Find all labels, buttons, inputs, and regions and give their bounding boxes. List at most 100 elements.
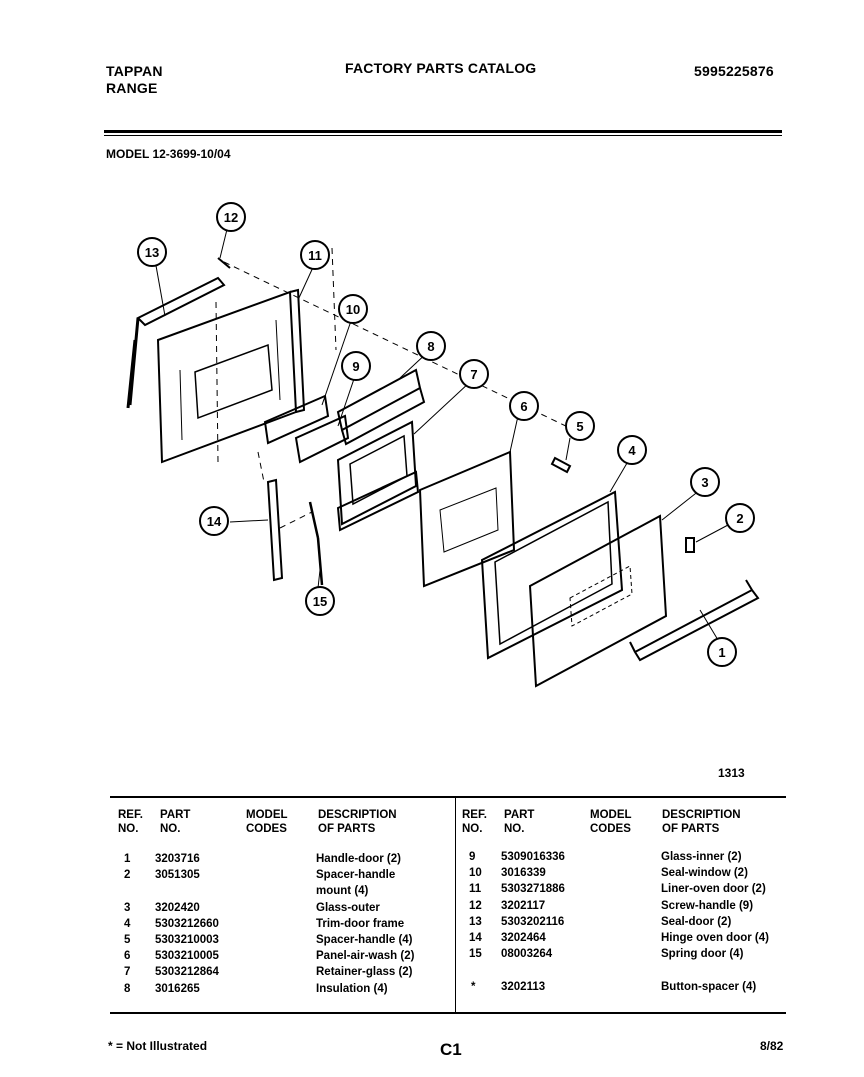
part-desc: Hinge oven door (4)	[661, 932, 769, 944]
part-screw-handle	[217, 257, 231, 269]
table-row: 7 5303212864 Retainer-glass (2)	[0, 964, 455, 980]
ref-no: 15	[469, 948, 482, 960]
part-hinge	[266, 478, 284, 582]
header-rule	[104, 130, 782, 133]
callout-7	[459, 359, 489, 389]
table-row: 9 5309016336 Glass-inner (2)	[455, 849, 786, 865]
ref-no: 1	[124, 853, 131, 865]
part-glass-inner	[294, 414, 350, 464]
ref-no: 4	[124, 918, 131, 930]
part-spring	[308, 501, 324, 586]
diagram-code: 1313	[718, 766, 745, 780]
part-handle-door	[629, 579, 760, 662]
ref-no: 5	[124, 934, 131, 946]
callout-14	[199, 506, 229, 536]
ref-no: 12	[469, 900, 482, 912]
part-desc: Handle-door (2)	[316, 853, 401, 865]
callout-2	[725, 503, 755, 533]
part-desc: Insulation (4)	[316, 983, 388, 995]
table-column-divider	[455, 798, 456, 1012]
callout-5	[565, 411, 595, 441]
part-seal-door	[126, 276, 226, 409]
ref-no: 8	[124, 983, 131, 995]
part-desc: Panel-air-wash (2)	[316, 950, 415, 962]
callout-label-13: 13	[145, 245, 159, 260]
callout-label-14: 14	[207, 514, 222, 529]
callout-12	[216, 202, 246, 232]
col-header-desc-right: DESCRIPTION OF PARTS	[662, 809, 741, 835]
ref-no: 7	[124, 966, 131, 978]
brand-label: TAPPAN RANGE	[106, 63, 163, 97]
part-no: 3202113	[501, 981, 546, 993]
table-row: 1 3203716 Handle-door (2)	[0, 851, 455, 867]
callout-label-4: 4	[628, 443, 636, 458]
catalog-number: 5995225876	[694, 63, 774, 79]
callout-8	[416, 331, 446, 361]
part-desc: Trim-door frame	[316, 918, 405, 930]
part-insulation	[336, 368, 426, 446]
table-row: 4 5303212660 Trim-door frame	[0, 916, 455, 932]
col-header-desc: DESCRIPTION OF PARTS	[318, 809, 397, 835]
part-liner-oven-door	[156, 288, 306, 464]
ref-no: 3	[124, 902, 131, 914]
part-no: 5303271886	[501, 883, 565, 895]
callout-13	[137, 237, 167, 267]
page-number: C1	[440, 1040, 462, 1059]
brand-line-1: TAPPAN	[106, 63, 163, 79]
callout-11	[300, 240, 330, 270]
callout-4	[617, 435, 647, 465]
callout-label-1: 1	[718, 645, 725, 660]
col-header-part: PART NO.	[160, 809, 191, 835]
callout-label-3: 3	[701, 475, 708, 490]
table-row: 6 5303210005 Panel-air-wash (2)	[0, 948, 455, 964]
part-desc: Spacer-handle	[316, 869, 396, 881]
table-row: 10 3016339 Seal-window (2)	[455, 865, 786, 881]
part-desc: Screw-handle (9)	[661, 900, 754, 912]
part-no: 3016339	[501, 867, 546, 879]
part-no: 3202420	[155, 902, 200, 914]
part-desc: Glass-outer	[316, 902, 380, 914]
callout-10	[338, 294, 368, 324]
table-row: 5 5303210003 Spacer-handle (4)	[0, 932, 455, 948]
ref-no: 9	[469, 851, 476, 863]
table-row: 14 3202464 Hinge oven door (4)	[455, 930, 786, 946]
part-desc: Liner-oven door (2)	[661, 883, 766, 895]
table-row: 2 3051305 Spacer-handle	[0, 867, 455, 883]
col-header-model: MODEL CODES	[246, 809, 288, 835]
table-row: mount (4)	[0, 883, 455, 899]
callout-label-5: 5	[576, 419, 583, 434]
part-no: 08003264	[501, 948, 553, 960]
catalog-title: FACTORY PARTS CATALOG	[345, 60, 537, 76]
part-desc: mount (4)	[316, 885, 369, 897]
model-label: MODEL 12-3699-10/04	[106, 147, 231, 161]
part-no: 3202464	[501, 932, 546, 944]
table-bottom-rule	[110, 1012, 786, 1014]
callout-label-10: 10	[346, 302, 360, 317]
part-no: 5303210003	[155, 934, 219, 946]
brand-line-2: RANGE	[106, 80, 158, 96]
callout-15	[305, 586, 335, 616]
part-desc: Retainer-glass (2)	[316, 966, 413, 978]
part-trim-door-frame	[480, 490, 624, 660]
part-no: 5303202116	[501, 916, 565, 928]
callout-label-12: 12	[224, 210, 238, 225]
ref-no: 11	[469, 883, 482, 895]
part-seal-window	[263, 394, 330, 445]
part-spacer-handle	[550, 456, 572, 474]
col-header-part-right: PART NO.	[504, 809, 535, 835]
callout-label-15: 15	[313, 594, 327, 609]
callout-label-11: 11	[308, 248, 322, 263]
part-no: 3202117	[501, 900, 546, 912]
ref-no: *	[471, 981, 476, 993]
ref-no: 10	[469, 867, 482, 879]
ref-no: 14	[469, 932, 482, 944]
col-header-ref-right: REF. NO.	[462, 809, 487, 835]
table-row: 3 3202420 Glass-outer	[0, 900, 455, 916]
col-header-model-right: MODEL CODES	[590, 809, 632, 835]
table-row: 12 3202117 Screw-handle (9)	[455, 898, 786, 914]
part-no: 3016265	[155, 983, 200, 995]
part-no: 5303210005	[155, 950, 219, 962]
table-row: 8 3016265 Insulation (4)	[0, 981, 455, 997]
header-rule-thin	[104, 135, 782, 136]
ref-no: 6	[124, 950, 131, 962]
